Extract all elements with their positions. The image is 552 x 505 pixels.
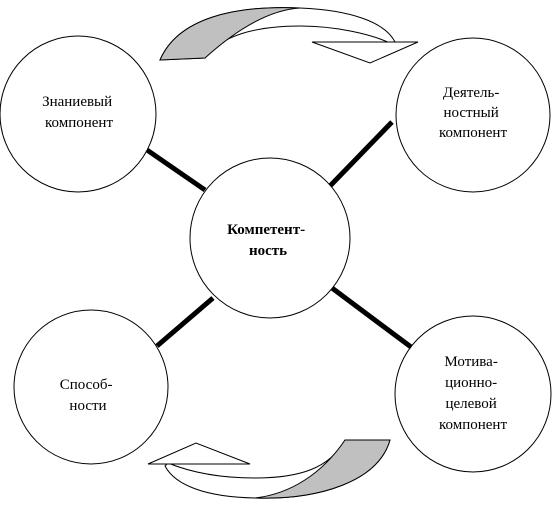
connector-knowledge	[145, 147, 207, 193]
node-knowledge-line-1: Знаниевый	[42, 94, 112, 110]
node-abilities-line-2: ности	[69, 398, 106, 414]
top-curved-arrow	[159, 7, 419, 64]
node-abilities-line-1: Способ-	[60, 377, 113, 393]
node-activity-line-2: ностный	[444, 105, 499, 121]
connector-abilities	[155, 296, 215, 348]
top-arrow-head	[311, 41, 419, 64]
connector-motivation	[330, 285, 413, 350]
connector-activity	[328, 120, 394, 188]
node-abilities-circle	[13, 309, 169, 465]
node-motivation-label: Мотива- ционно- целевой компонент	[439, 354, 507, 433]
node-motivation-line-2: ционно-	[445, 375, 497, 391]
node-activity-label: Деятель- ностный компонент	[439, 85, 507, 141]
node-motivation-line-3: целевой	[445, 396, 496, 412]
bottom-arrow-shaded-band	[254, 439, 391, 499]
node-motivation-line-1: Мотива-	[444, 354, 497, 370]
node-center-circle	[189, 157, 351, 319]
bottom-arrow-head	[147, 442, 251, 465]
node-knowledge-line-2: компонент	[45, 115, 113, 131]
node-center-line-1: Компетент-	[227, 222, 305, 238]
node-knowledge-circle	[0, 35, 157, 193]
node-activity-circle	[395, 37, 551, 193]
top-arrow-shaded-band	[159, 7, 301, 61]
node-activity-line-1: Деятель-	[443, 85, 500, 101]
node-activity-line-3: компонент	[439, 125, 507, 141]
node-abilities-label: Способ- ности	[60, 377, 116, 414]
node-knowledge-label: Знаниевый компонент	[42, 94, 116, 131]
bottom-curved-arrow	[147, 439, 391, 499]
node-center-line-2: ность	[249, 243, 287, 259]
node-motivation-circle	[394, 315, 552, 473]
node-motivation-line-4: компонент	[439, 417, 507, 433]
node-center-label: Компетент- ность	[227, 222, 309, 259]
